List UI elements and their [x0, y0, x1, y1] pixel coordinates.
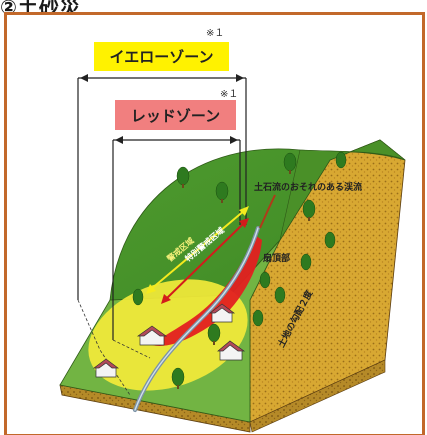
red-zone-label: レッドゾーン — [115, 100, 236, 130]
tree-icons — [132, 151, 347, 387]
note-mark-1: ※１ — [206, 28, 225, 39]
fan-apex-label: 扇頂部 — [263, 252, 290, 264]
yellow-zone-label: イエローゾーン — [94, 42, 229, 71]
note-mark-2: ※１ — [220, 89, 239, 100]
house-icons — [92, 303, 246, 378]
stream-label: 土石流のおそれのある渓流 — [254, 181, 362, 193]
